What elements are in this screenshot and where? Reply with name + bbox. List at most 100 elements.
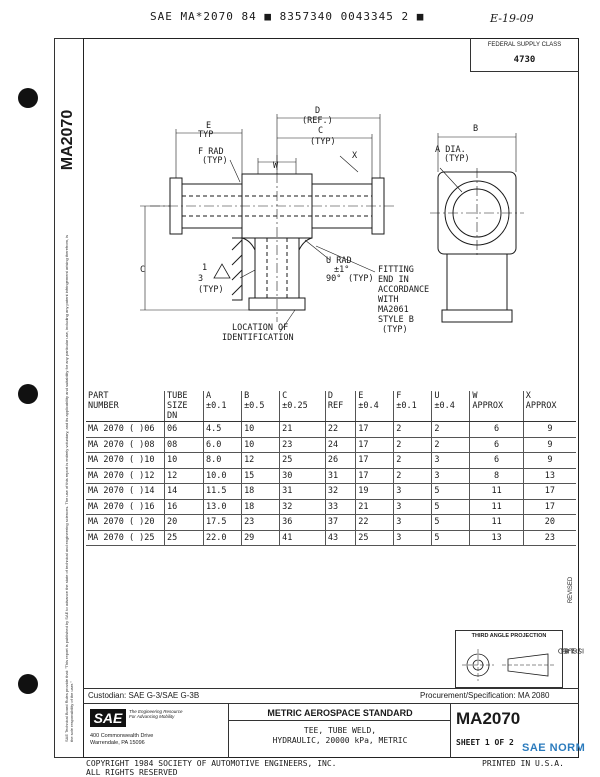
projection-box — [455, 630, 563, 688]
svg-text:MA2061: MA2061 — [378, 305, 409, 315]
left-margin-band — [54, 38, 83, 758]
cell: 2 — [393, 468, 433, 484]
svg-text:STYLE B: STYLE B — [378, 315, 414, 325]
svg-text:(TYP): (TYP) — [382, 325, 408, 335]
cell-part-number: MA 2070 ( )06 — [86, 421, 165, 438]
cell: 25 — [355, 530, 395, 546]
cell: 31 — [279, 483, 326, 500]
cell: 37 — [325, 514, 357, 531]
cell: 2 — [393, 421, 433, 438]
callout-triangle-icon — [213, 263, 231, 279]
location-note: LOCATION OF IDENTIFICATION — [222, 323, 294, 343]
cell-part-number: MA 2070 ( )25 — [86, 530, 165, 546]
cell: 11 — [469, 514, 524, 531]
cell: 29 — [241, 530, 281, 546]
cell: 15 — [241, 468, 281, 484]
svg-text:IDENTIFICATION: IDENTIFICATION — [222, 333, 294, 343]
cell: 33 — [325, 499, 357, 515]
dim-c-side-label: C — [140, 265, 145, 275]
cell: 31 — [325, 468, 357, 484]
cell: 21 — [279, 421, 326, 438]
federal-supply-class-value: 4730 — [513, 55, 536, 65]
cell-part-number: MA 2070 ( )20 — [86, 514, 165, 531]
cell: 11 — [469, 499, 524, 515]
col-header-a: A±0.1 — [203, 391, 243, 422]
cell: 17 — [355, 437, 395, 453]
cell: 23 — [279, 437, 326, 453]
cell: 23 — [241, 514, 281, 531]
printed-in: PRINTED IN U.S.A. — [482, 759, 564, 768]
cell: 3 — [393, 530, 433, 546]
dim-x-label: X — [352, 151, 358, 161]
cell: 12 — [241, 452, 281, 469]
cell: 14 — [164, 483, 204, 500]
cell: 22.0 — [203, 530, 243, 546]
fitting-note: FITTING END IN ACCORDANCE WITH MA2061 ST… — [378, 265, 429, 335]
tee-fitting-drawing: D (REF.) C (TYP) E TYP F RAD (TYP) W X B… — [140, 106, 524, 343]
cell-part-number: MA 2070 ( )16 — [86, 499, 165, 515]
projection-label: THIRD ANGLE PROJECTION — [471, 633, 547, 639]
front-view-dimensions — [140, 114, 381, 333]
cell: 30 — [279, 468, 326, 484]
angle-tolerance: ±1° — [334, 265, 349, 275]
handwritten-date: E-19-09 — [490, 12, 534, 25]
cell: 17.5 — [203, 514, 243, 531]
svg-text:LOCATION OF: LOCATION OF — [232, 323, 288, 333]
cell: 17 — [355, 452, 395, 469]
cell: 11 — [469, 483, 524, 500]
svg-text:END IN: END IN — [378, 275, 409, 285]
callout-3: 3 — [198, 274, 203, 284]
cell: 19 — [355, 483, 395, 500]
f-rad-label: F RAD — [198, 147, 224, 157]
cell: 41 — [279, 530, 326, 546]
cell: 6 — [469, 421, 524, 438]
side-document-number: MA2070 — [59, 109, 76, 171]
cell: 6.0 — [203, 437, 243, 453]
cell: 17 — [355, 421, 395, 438]
col-header-b: B±0.5 — [241, 391, 281, 422]
cell: 8.0 — [203, 452, 243, 469]
cell: 9 — [523, 452, 576, 469]
issued-date: ISSUED 7-1-84 — [557, 646, 585, 654]
standard-title: METRIC AEROSPACE STANDARD — [229, 708, 451, 721]
cell: 3 — [431, 468, 471, 484]
svg-text:FITTING: FITTING — [378, 265, 414, 275]
cell: 6 — [469, 437, 524, 453]
cell: 22 — [355, 514, 395, 531]
cell: 2 — [431, 437, 471, 453]
cell: 11.5 — [203, 483, 243, 500]
procurement-text: Procurement/Specification: MA 2080 — [420, 691, 550, 700]
cell: 25 — [279, 452, 326, 469]
cell: 3 — [393, 483, 433, 500]
federal-supply-class-label: FEDERAL SUPPLY CLASS — [487, 42, 562, 48]
cell: 16 — [164, 499, 204, 515]
federal-supply-class-box — [470, 38, 579, 72]
f-rad-typ: (TYP) — [202, 156, 228, 166]
cell: 2 — [393, 452, 433, 469]
dim-c-typ: (TYP) — [310, 137, 336, 147]
sheet-number: SHEET 1 OF 2 — [456, 738, 514, 747]
cell: 13 — [469, 530, 524, 546]
cell: 20 — [164, 514, 204, 531]
cell: 9 — [523, 437, 576, 453]
cell: 6 — [469, 452, 524, 469]
a-dia-label: A DIA. — [435, 145, 466, 155]
cell: 3 — [393, 514, 433, 531]
cell: 12 — [164, 468, 204, 484]
cell: 36 — [279, 514, 326, 531]
custodian-strip — [83, 688, 579, 704]
cell: 20 — [523, 514, 576, 531]
punch-hole-bottom — [18, 674, 38, 694]
